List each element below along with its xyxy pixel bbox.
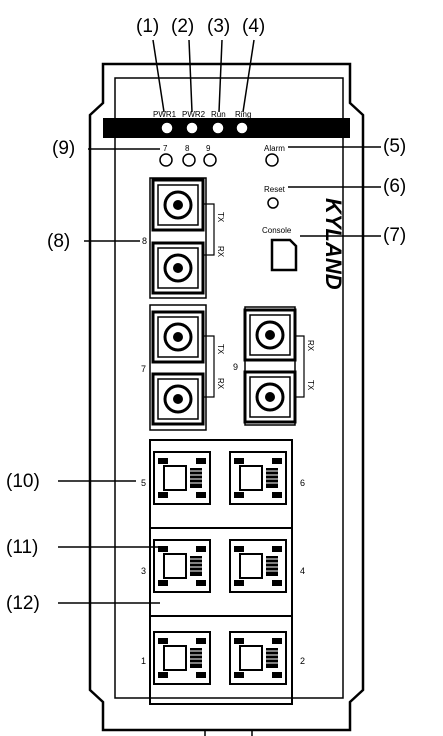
callout-10: (10) xyxy=(6,471,40,492)
chassis-outline xyxy=(88,62,365,732)
rj45-port-1-number: 1 xyxy=(141,656,146,666)
led-label-pwr1: PWR1 xyxy=(153,110,177,119)
top-band xyxy=(103,118,350,138)
fiber-port-8-rx[interactable] xyxy=(151,241,205,295)
kyland-logo: KYLAND xyxy=(321,198,346,290)
port-led-label-8: 8 xyxy=(185,144,190,153)
fiber-port-7-number: 7 xyxy=(141,364,146,374)
fiber-port-9-frame xyxy=(244,306,296,426)
fiber-port-7-rx-label: RX xyxy=(216,378,225,390)
ring-led xyxy=(235,121,249,135)
fiber-port-9-number: 9 xyxy=(233,362,238,372)
fiber-port-7-tx-label: TX xyxy=(216,344,225,355)
led-label-run: Run xyxy=(211,110,226,119)
fiber-port-9-tx[interactable] xyxy=(243,370,297,424)
port-led-8 xyxy=(182,153,196,167)
callout-2: (2) xyxy=(171,16,194,37)
fiber-port-8-bracket xyxy=(204,203,215,256)
callout-1: (1) xyxy=(136,16,159,37)
port-led-7 xyxy=(159,153,173,167)
callout-5: (5) xyxy=(383,136,406,157)
alarm-label: Alarm xyxy=(264,144,285,153)
fiber-port-8-rx-label: RX xyxy=(216,246,225,258)
port-led-label-9: 9 xyxy=(206,144,211,153)
rj45-port-5-number: 5 xyxy=(141,478,146,488)
rj45-port-1[interactable] xyxy=(153,631,211,685)
fiber-port-8-tx[interactable] xyxy=(151,178,205,232)
callout-line-1 xyxy=(152,39,165,113)
rj45-port-3-number: 3 xyxy=(141,566,146,576)
callout-11: (11) xyxy=(6,537,38,558)
rj45-port-2[interactable] xyxy=(229,631,287,685)
fiber-port-8-number: 8 xyxy=(142,236,147,246)
port-led-label-7: 7 xyxy=(163,144,168,153)
rj45-port-6-number: 6 xyxy=(300,478,305,488)
rj45-port-6[interactable] xyxy=(229,451,287,505)
pwr2-led xyxy=(185,121,199,135)
console-port[interactable] xyxy=(270,238,298,272)
port-led-9 xyxy=(203,153,217,167)
pwr1-led xyxy=(160,121,174,135)
fiber-port-8-frame xyxy=(149,177,207,299)
callout-line-2 xyxy=(188,39,193,113)
fiber-port-7-tx[interactable] xyxy=(151,310,205,364)
callout-3: (3) xyxy=(207,16,230,37)
rj45-port-5[interactable] xyxy=(153,451,211,505)
console-label: Console xyxy=(262,226,292,235)
reset-button[interactable] xyxy=(267,197,279,209)
led-label-pwr2: PWR2 xyxy=(182,110,206,119)
fiber-port-9-rx-label: RX xyxy=(306,340,315,352)
run-led xyxy=(211,121,225,135)
fiber-port-7-frame xyxy=(149,304,207,431)
callout-line-3 xyxy=(218,39,223,113)
fiber-port-8-tx-label: TX xyxy=(216,212,225,223)
fiber-port-9-bracket xyxy=(294,335,305,398)
callout-9: (9) xyxy=(52,138,75,159)
reset-label: Reset xyxy=(264,185,286,194)
led-label-ring: Ring xyxy=(235,110,251,119)
rj45-port-3[interactable] xyxy=(153,539,211,593)
alarm-led xyxy=(265,153,279,167)
fiber-port-7-bracket xyxy=(204,335,215,398)
fiber-port-7-rx[interactable] xyxy=(151,372,205,426)
callout-12: (12) xyxy=(6,593,40,614)
callout-8: (8) xyxy=(47,231,70,252)
rj45-port-2-number: 2 xyxy=(300,656,305,666)
fiber-port-9-tx-label: TX xyxy=(306,380,315,391)
callout-4: (4) xyxy=(242,16,265,37)
chassis-inner xyxy=(114,77,344,699)
callout-6: (6) xyxy=(383,176,406,197)
rj45-port-4[interactable] xyxy=(229,539,287,593)
callout-line-4 xyxy=(242,39,255,113)
fiber-port-9-rx[interactable] xyxy=(243,308,297,362)
callout-7: (7) xyxy=(383,225,406,246)
rj45-port-4-number: 4 xyxy=(300,566,305,576)
rj45-block-bottom xyxy=(149,615,293,705)
